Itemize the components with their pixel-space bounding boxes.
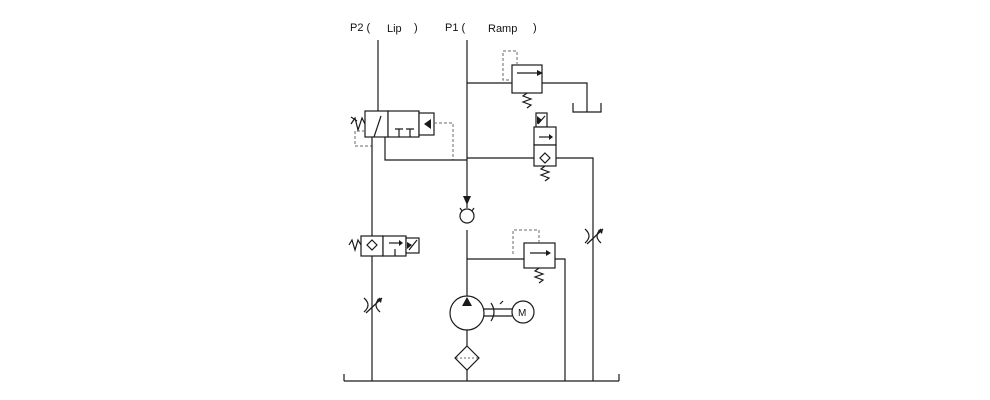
p2-name: Lip bbox=[387, 23, 402, 35]
motor-icon: M bbox=[511, 300, 535, 324]
throttle-left bbox=[363, 297, 383, 314]
relief-valve-mid bbox=[467, 229, 566, 381]
p1-flow-arrow bbox=[463, 196, 471, 205]
motor-letter: M bbox=[518, 308, 526, 319]
port-label-p2: P2 ( Lip ) bbox=[350, 22, 418, 35]
relief-valve-top bbox=[467, 50, 602, 113]
p2-close: ) bbox=[414, 22, 418, 34]
p2-prefix: P2 ( bbox=[350, 22, 371, 34]
port-label-p1: P1 ( Ramp ) bbox=[445, 22, 537, 35]
solenoid-valve-left bbox=[348, 235, 420, 257]
pump-motor-shaft bbox=[484, 300, 512, 322]
throttle-right bbox=[584, 228, 604, 245]
directional-valve-p2 bbox=[350, 110, 454, 160]
p1-name: Ramp bbox=[488, 23, 517, 35]
p2-cross-line bbox=[384, 137, 467, 161]
tank-baseline bbox=[343, 374, 620, 382]
pump-icon bbox=[449, 295, 485, 331]
p1-prefix: P1 ( bbox=[445, 22, 466, 34]
solenoid-valve-right bbox=[467, 112, 594, 381]
p1-close: ) bbox=[533, 22, 537, 34]
check-valve bbox=[459, 207, 475, 224]
filter-icon bbox=[454, 345, 480, 371]
